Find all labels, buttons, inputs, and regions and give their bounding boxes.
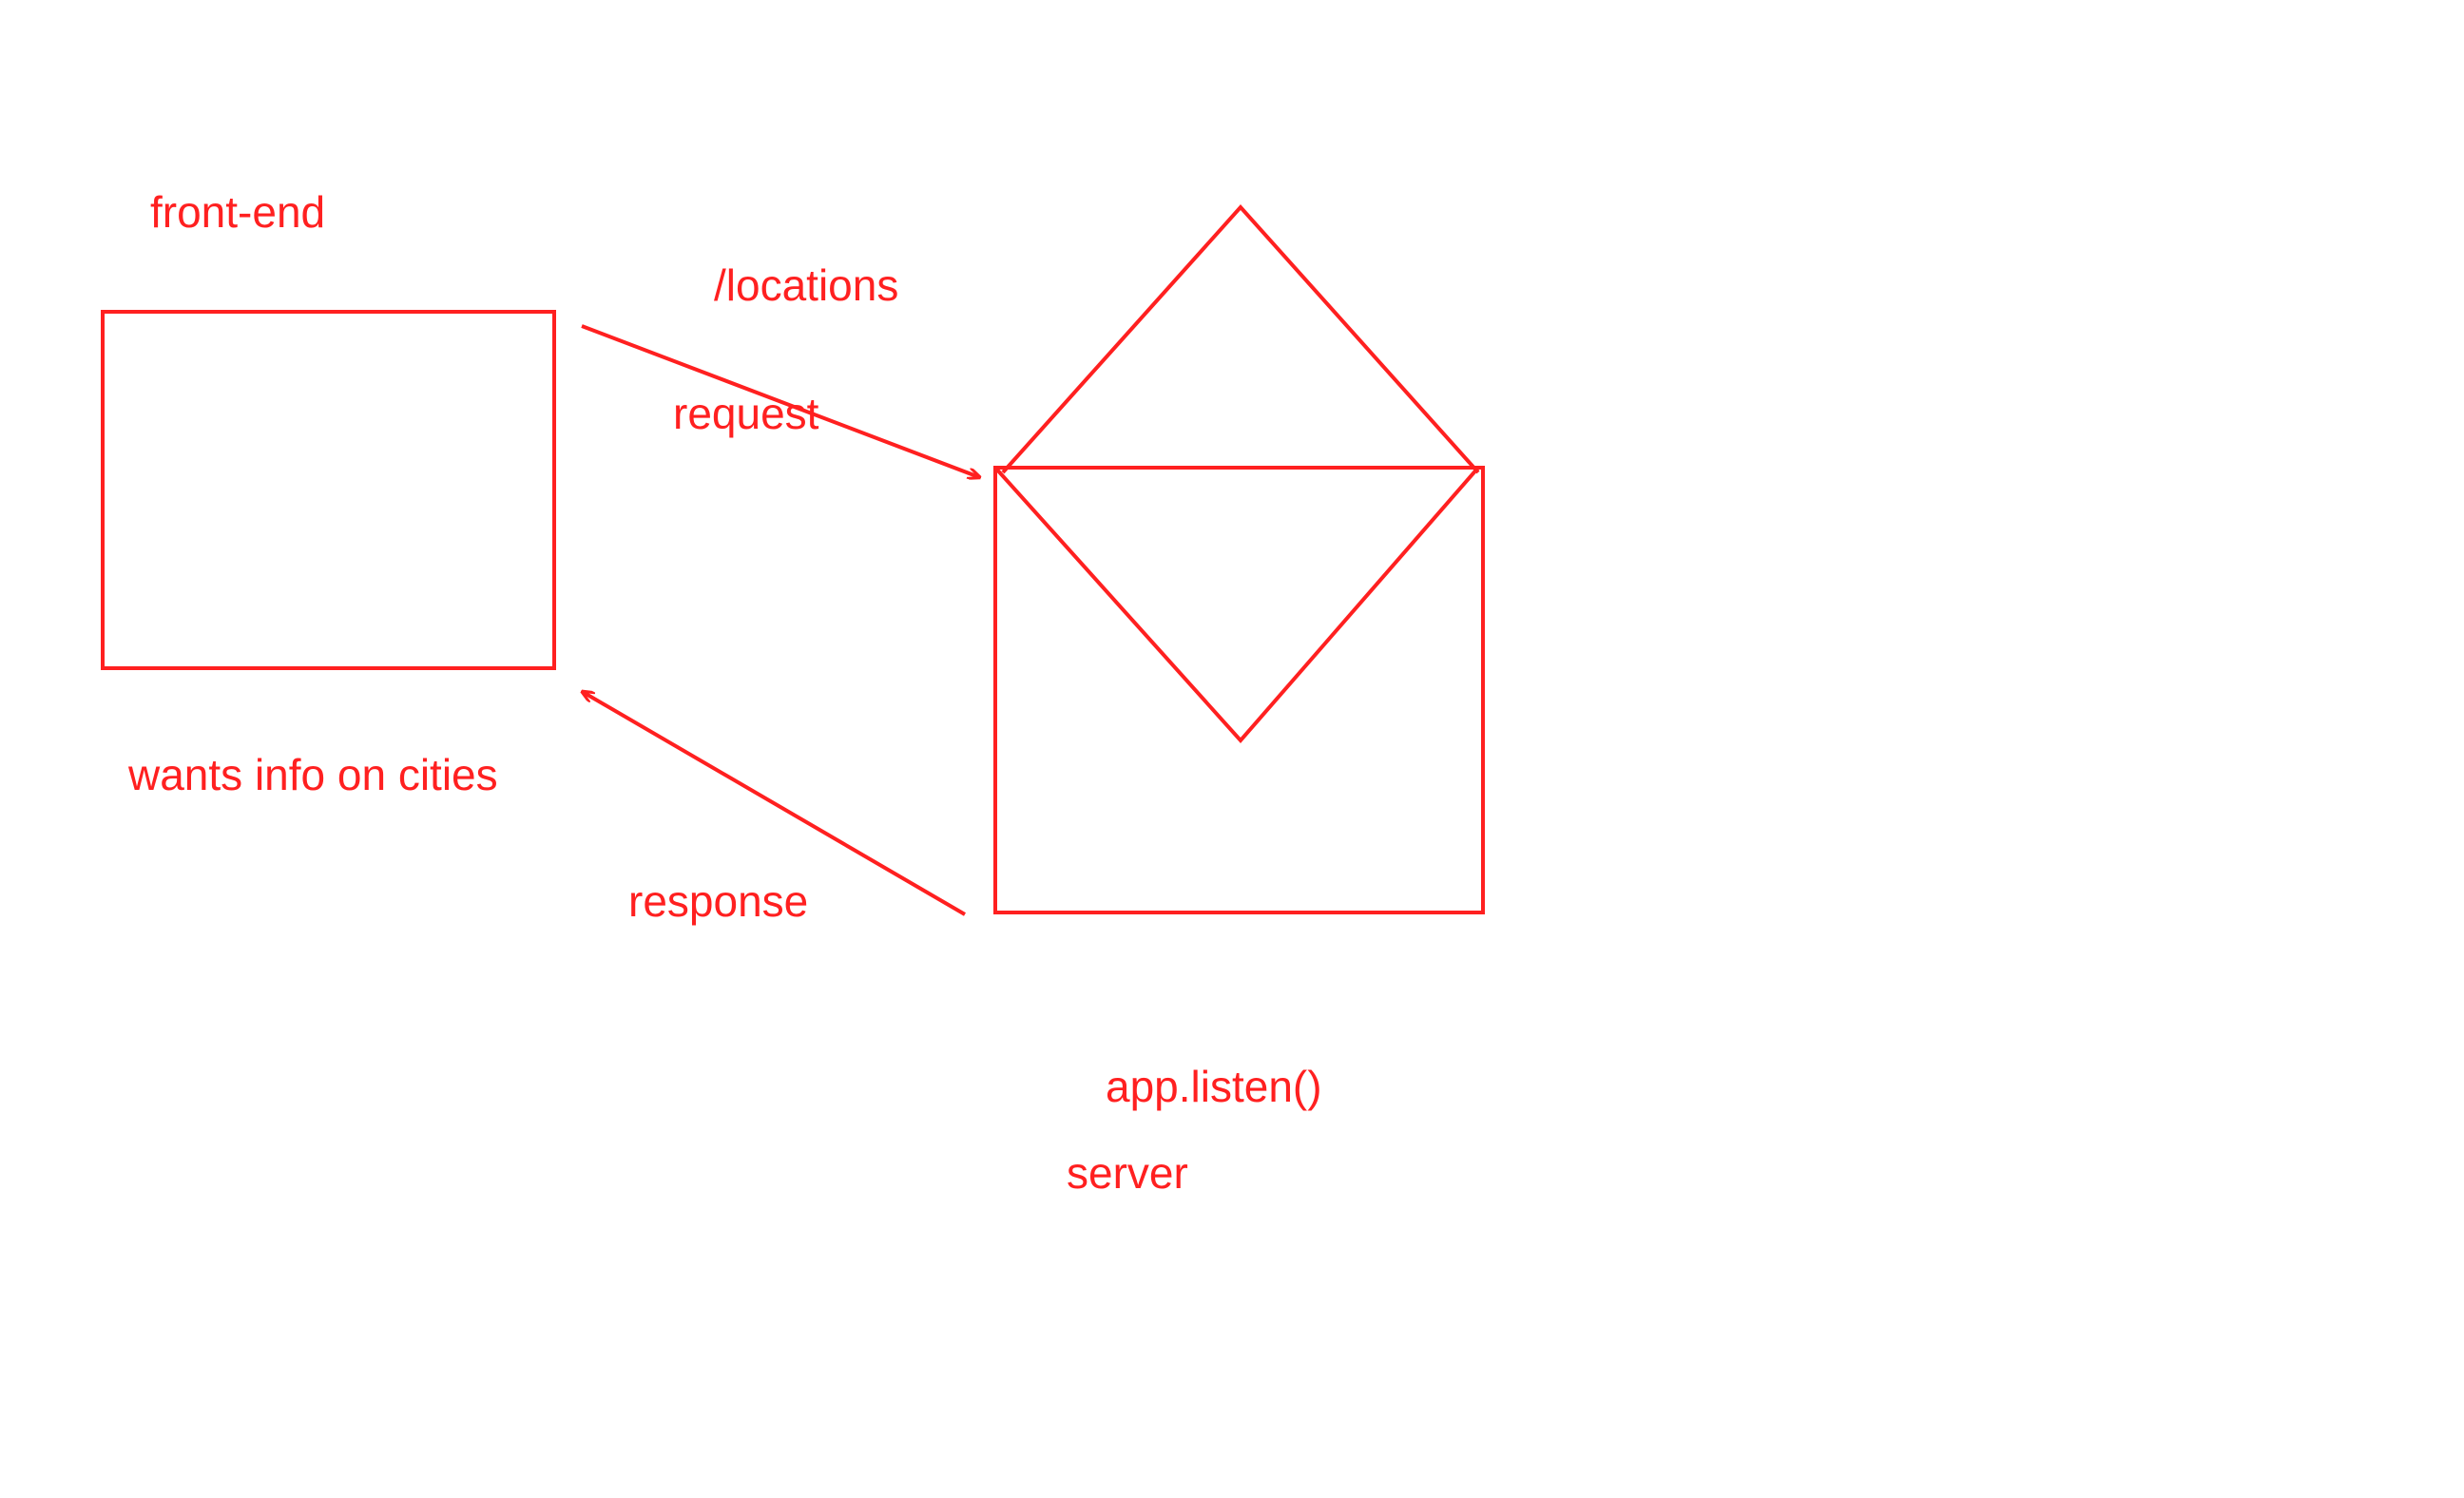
front-end-label: front-end: [150, 187, 326, 237]
server-label: server: [1067, 1148, 1188, 1198]
app-listen-label: app.listen(): [1106, 1062, 1322, 1111]
front-end-box: [101, 310, 556, 670]
front-end-description-label: wants info on cities: [128, 750, 498, 799]
server-box: [993, 466, 1485, 914]
response-label: response: [628, 876, 809, 926]
server-diamond-bottom: [993, 466, 1480, 744]
request-label: request: [673, 389, 819, 438]
server-diamond-top: [1001, 204, 1480, 474]
response-arrow: [583, 692, 967, 916]
route-path-label: /locations: [714, 260, 899, 310]
request-arrow: [581, 324, 979, 477]
